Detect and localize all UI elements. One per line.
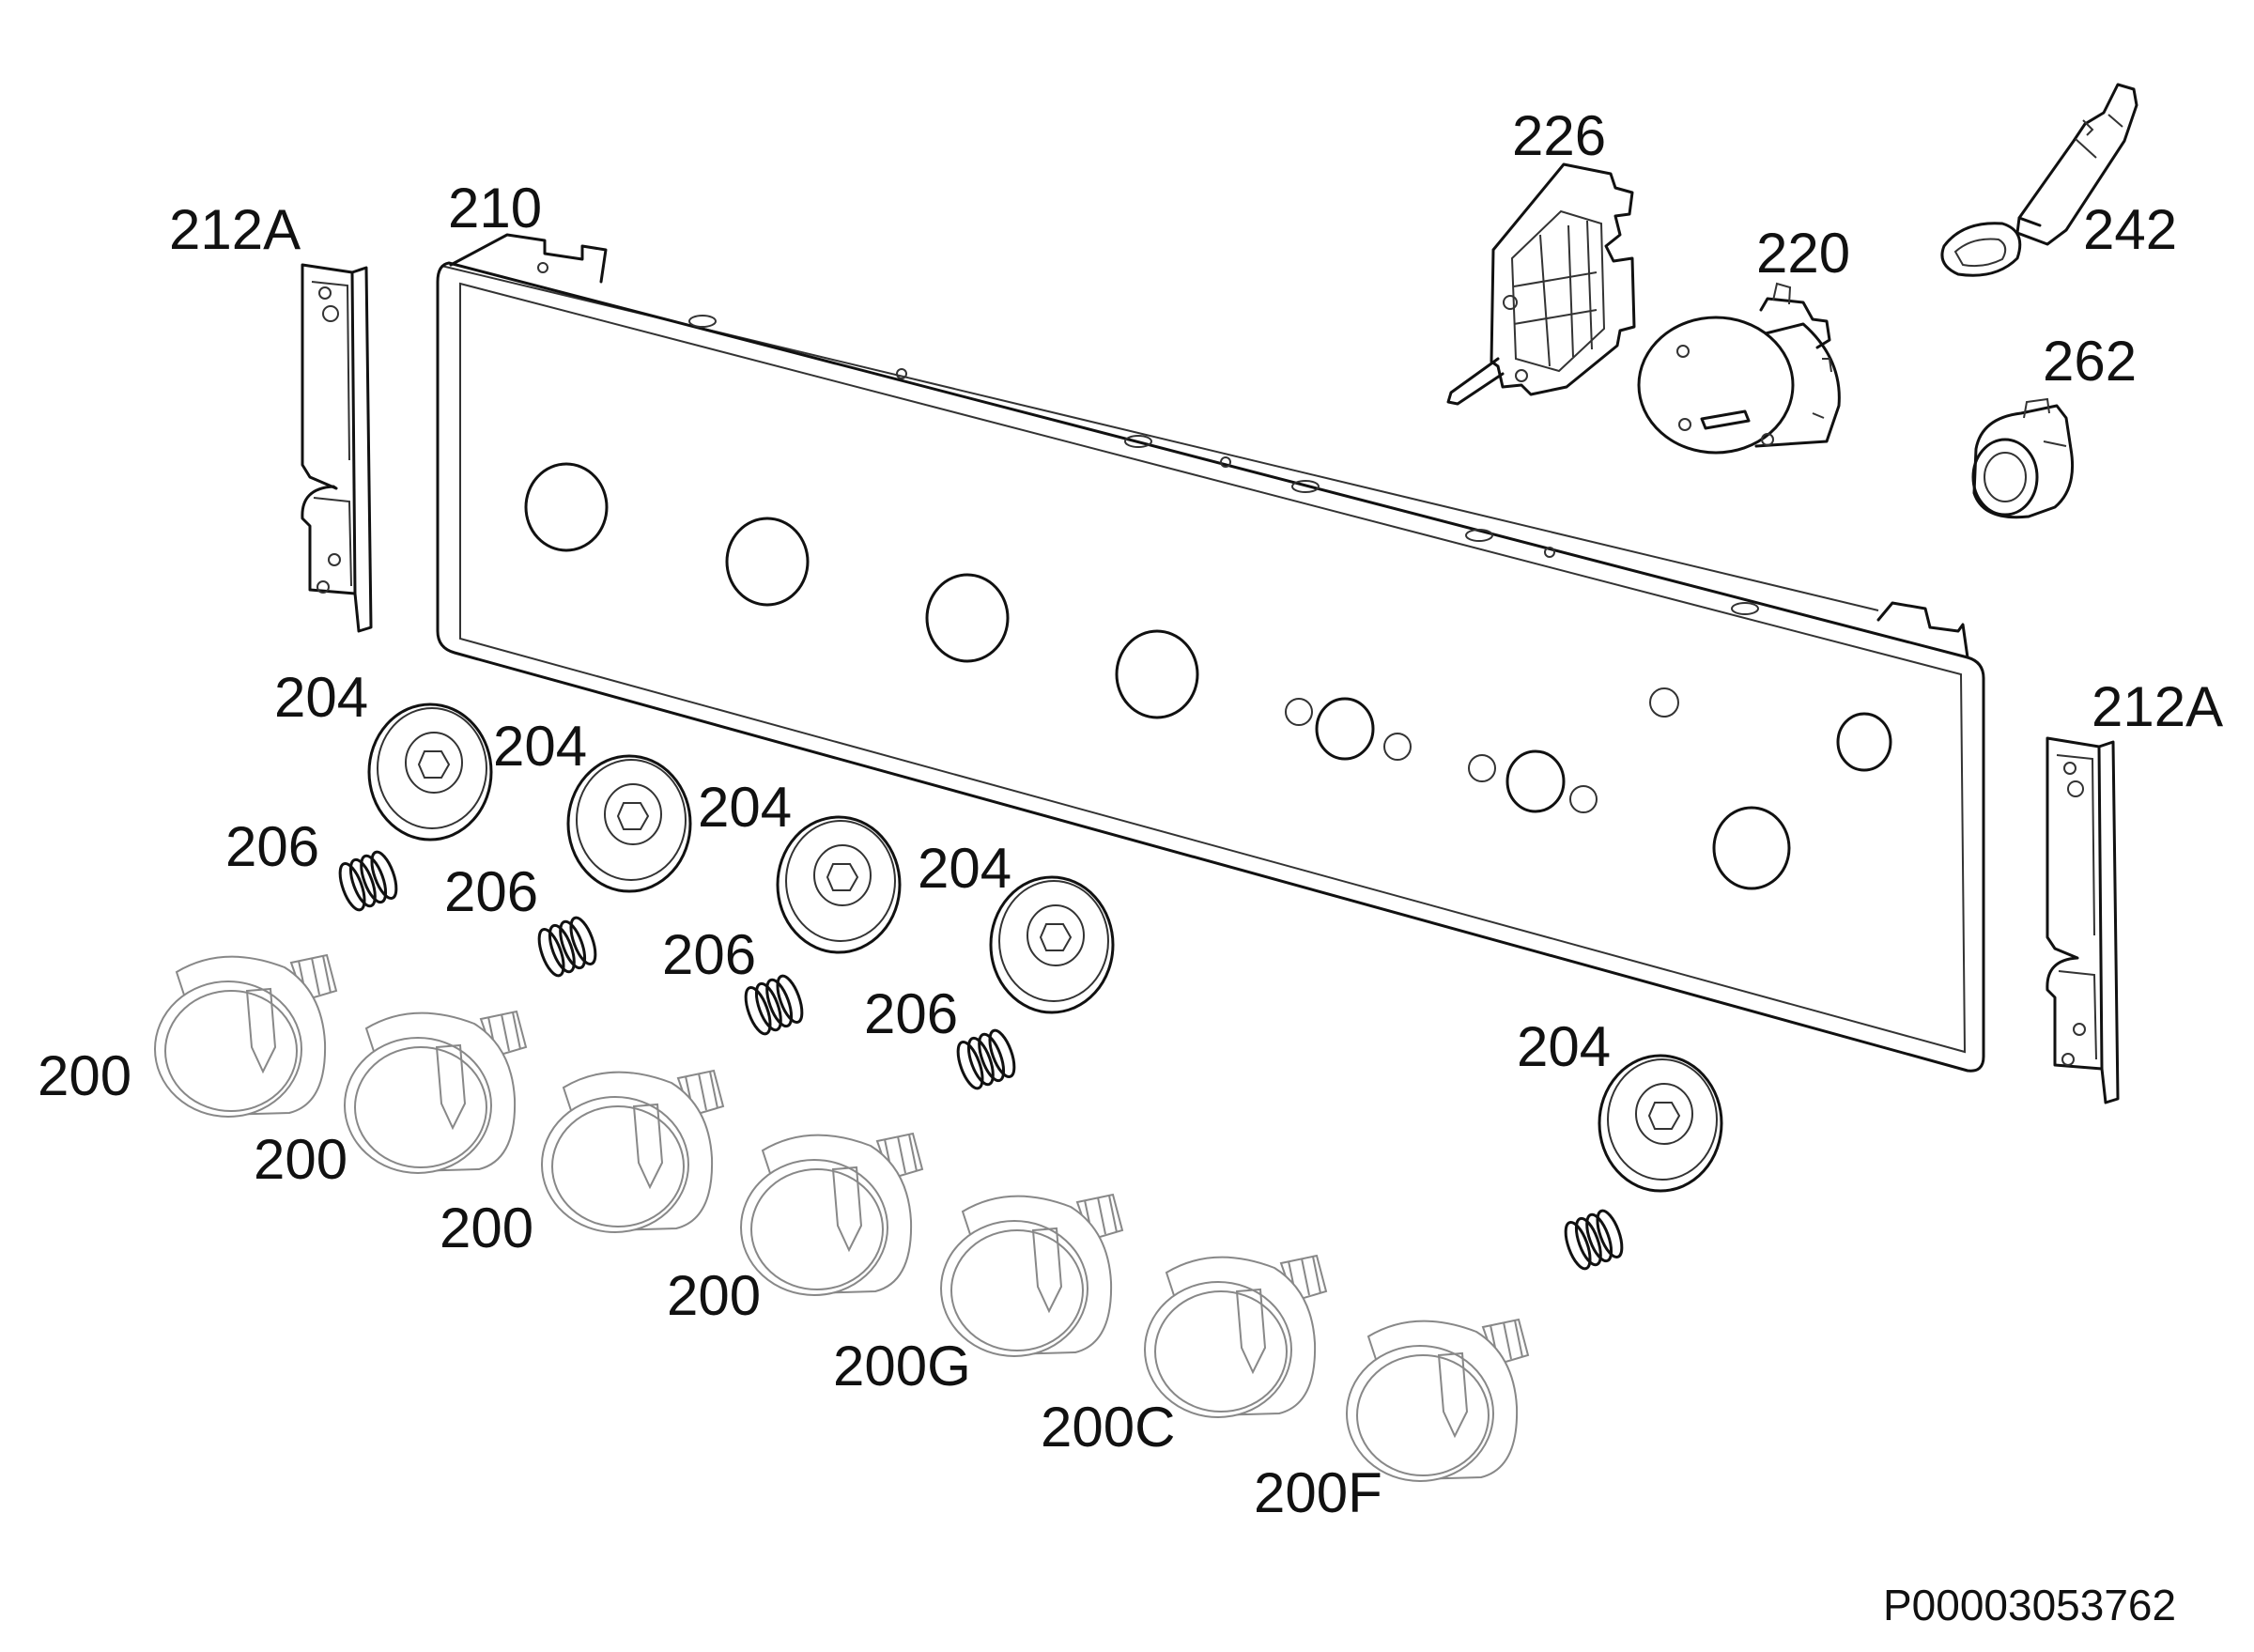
label-206-1: 206 <box>225 815 319 878</box>
knob-200g <box>940 1194 1123 1357</box>
bezels-204 <box>367 702 1723 1193</box>
bracket-212a-left <box>301 263 373 633</box>
spring-206-1 <box>338 850 398 912</box>
label-204-5: 204 <box>1517 1015 1611 1078</box>
springs-206 <box>338 850 1624 1271</box>
bezel-204-1 <box>367 702 493 841</box>
bracket-212a-right <box>2046 736 2120 1104</box>
label-200-1: 200 <box>38 1044 131 1107</box>
label-200c: 200C <box>1041 1396 1175 1459</box>
label-200-2: 200 <box>254 1128 347 1191</box>
label-206-3: 206 <box>662 923 756 986</box>
label-204-4: 204 <box>918 837 1011 900</box>
knob-200f <box>1346 1319 1529 1482</box>
spring-206-4 <box>956 1028 1016 1090</box>
knob-200-4 <box>740 1133 923 1296</box>
label-200f: 200F <box>1254 1461 1382 1524</box>
switch-226 <box>1446 162 1636 406</box>
label-200-4: 200 <box>667 1264 761 1327</box>
knob-200-3 <box>541 1070 724 1233</box>
label-204-2: 204 <box>493 715 587 778</box>
knob-200c <box>1144 1255 1327 1418</box>
label-200g: 200G <box>833 1335 971 1397</box>
spring-206-2 <box>537 916 597 978</box>
knobs-200 <box>154 954 1529 1482</box>
control-panel-210 <box>436 233 1985 1073</box>
sensor-242 <box>1940 83 2138 277</box>
label-226: 226 <box>1512 104 1606 167</box>
label-242: 242 <box>2083 198 2177 261</box>
spring-206-3 <box>744 974 804 1036</box>
document-id: P00003053762 <box>1883 1581 2176 1629</box>
part-labels: 226 220 242 262 210 212A 212A 204 204 20… <box>38 104 2223 1629</box>
label-206-2: 206 <box>444 860 538 923</box>
label-210: 210 <box>448 177 542 239</box>
knob-200-2 <box>344 1011 527 1174</box>
bezel-204-2 <box>566 754 692 893</box>
bezel-204-3 <box>776 815 902 954</box>
label-204-3: 204 <box>698 776 792 839</box>
label-204-1: 204 <box>274 666 368 729</box>
spring-206-5 <box>1564 1209 1624 1271</box>
label-220: 220 <box>1756 222 1850 285</box>
label-262: 262 <box>2043 330 2137 393</box>
lamp-holder-262 <box>1971 397 2075 519</box>
knob-200-1 <box>154 954 337 1118</box>
bezel-204-4 <box>989 875 1115 1014</box>
label-200-3: 200 <box>440 1197 533 1259</box>
label-212a-left: 212A <box>169 198 301 261</box>
bezel-204-5 <box>1598 1054 1723 1193</box>
motor-220 <box>1637 282 1841 455</box>
label-206-4: 206 <box>864 982 958 1045</box>
label-212a-right: 212A <box>2092 675 2223 738</box>
